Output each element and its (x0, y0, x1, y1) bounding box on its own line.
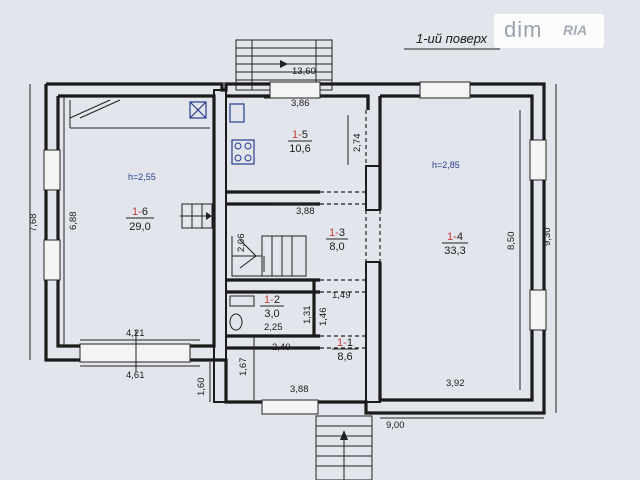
dim-left-inner: 6,88 (68, 212, 79, 231)
room-height-1-4: h=2,85 (432, 160, 460, 170)
room-id-1-6: 1-6 (132, 206, 148, 218)
dim-wc-width: 2,25 (264, 322, 283, 333)
kitchen-fixtures (229, 103, 255, 165)
room-area-1-1: 8,6 (337, 351, 352, 363)
dim-kitchen-side: 2,74 (352, 134, 363, 153)
room-id-1-5: 1-5 (292, 129, 308, 141)
dim-entrance-bottom: 3,88 (290, 384, 309, 395)
room-area-1-6: 29,0 (129, 221, 150, 233)
door-openings (213, 110, 381, 349)
room-id-1-3: 1-3 (329, 227, 345, 239)
room-label-1-6: 1-6 29,0 h=2,55 (126, 172, 156, 233)
dim-wc-side2: 1,46 (318, 308, 329, 327)
room-area-1-4: 33,3 (444, 245, 465, 257)
dimension-lines (29, 84, 557, 419)
room-id-1-1: 1-1 (337, 337, 353, 349)
dim-left-outer: 7,68 (28, 214, 39, 233)
room-label-1-3: 1-3 8,0 (326, 227, 348, 253)
room-label-1-1: 1-1 8,6 (332, 337, 358, 363)
watermark-badge (494, 14, 604, 48)
dim-kitchen-top: 3,86 (291, 98, 310, 109)
watermark-brand-secondary: RIA (563, 22, 588, 38)
dim-stair-side: 2,06 (236, 234, 247, 253)
dim-big-room-side: 8,50 (506, 232, 517, 251)
dim-bottom-outer: 9,00 (386, 420, 405, 431)
room-height-1-6: h=2,55 (128, 172, 156, 182)
dim-entrance-top: 2,40 (272, 342, 291, 353)
room-area-1-3: 8,0 (329, 241, 344, 253)
room-label-1-2: 1-2 3,0 (260, 294, 284, 320)
dimension-labels: 13,60 3,86 2,74 3,88 7,68 6,88 4,21 4,61… (28, 66, 553, 431)
room-area-1-5: 10,6 (289, 143, 310, 155)
garage-details (69, 99, 210, 129)
dim-hall-side: 1,49 (332, 290, 351, 301)
room-id-1-4: 1-4 (447, 231, 463, 243)
room-label-1-4: 1-4 33,3 h=2,85 (432, 160, 468, 257)
dim-garage-bottom-inner: 4,21 (126, 328, 145, 339)
windows (43, 81, 547, 415)
dim-wc-side1: 1,31 (302, 306, 313, 325)
room-label-1-5: 1-5 10,6 (288, 129, 312, 155)
dim-corridor-side: 1,60 (196, 378, 207, 397)
watermark-brand: dim (504, 17, 543, 42)
dim-garage-bottom-outer: 4,61 (126, 370, 145, 381)
dim-right-outer: 9,30 (542, 228, 553, 247)
bathroom-fixtures (229, 295, 255, 331)
dim-kitchen-bottom: 3,88 (296, 206, 315, 217)
floor-title: 1-ий поверх (416, 31, 488, 46)
inner-staircase (231, 235, 307, 277)
dim-entrance-side: 1,67 (238, 358, 249, 377)
room-area-1-2: 3,0 (264, 308, 279, 320)
room-id-1-2: 1-2 (264, 294, 280, 306)
dim-top-stair-width: 13,60 (292, 66, 316, 77)
bottom-stairs (315, 415, 373, 480)
garage-steps (180, 203, 213, 229)
dim-big-room-bottom: 3,92 (446, 378, 465, 389)
